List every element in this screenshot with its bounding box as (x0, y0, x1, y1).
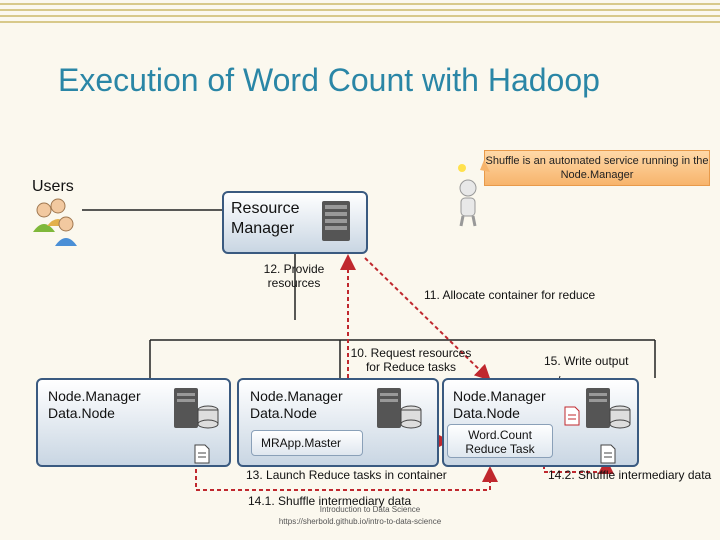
node-manager-2-label: Node.Manager (250, 388, 343, 404)
resource-manager-box[interactable]: Resource Manager (222, 191, 368, 254)
node-manager-3-sub: Data.Node (453, 405, 520, 421)
node-manager-2-sub: Data.Node (250, 405, 317, 421)
step-15-label: 15. Write output (544, 354, 629, 368)
step-11-label: 11. Allocate container for reduce (424, 288, 596, 302)
document-icon (600, 444, 616, 464)
users-label: Users (32, 178, 74, 195)
resource-manager-label: Resource Manager (231, 200, 300, 237)
step-12-label: 12. Provide resources (263, 262, 325, 290)
document-icon (564, 406, 580, 426)
step-142-label: 14.2. Shuffle intermediary data (548, 468, 712, 482)
top-band-4 (0, 21, 720, 23)
database-server-icon (377, 388, 422, 429)
arrow-11 (364, 257, 491, 381)
node-manager-1-sub: Data.Node (48, 405, 115, 421)
node-manager-2[interactable]: Node.Manager Data.Node MRApp.Master (237, 378, 439, 467)
node-manager-1[interactable]: Node.Manager Data.Node (36, 378, 231, 467)
page-title: Execution of Word Count with Hadoop (58, 62, 600, 98)
top-band-1 (0, 3, 720, 5)
node-manager-1-label: Node.Manager (48, 388, 141, 404)
top-band-2 (0, 9, 720, 11)
wordcount-reduce-task[interactable]: Word.Count Reduce Task (447, 424, 553, 458)
wordcount-reduce-task-label: Word.Count Reduce Task (465, 428, 535, 456)
person-idea-icon (458, 160, 490, 227)
server-icon (322, 201, 350, 241)
document-icon (194, 444, 210, 464)
node-manager-3-label: Node.Manager (453, 388, 546, 404)
database-server-icon (586, 388, 631, 429)
step-13-label: 13. Launch Reduce tasks in container (246, 468, 447, 482)
mrapp-master[interactable]: MRApp.Master (251, 430, 363, 456)
database-server-icon (174, 388, 219, 429)
top-band-3 (0, 15, 720, 17)
shuffle-callout: Shuffle is an automated service running … (484, 150, 710, 186)
arrow-141 (188, 450, 498, 491)
footer-line-1: Introduction to Data Science (319, 505, 421, 514)
step-10-label: 10. Request resources for Reduce tasks (350, 346, 472, 374)
step-141-label: 14.1. Shuffle intermediary data (248, 494, 412, 508)
users-icon (33, 198, 77, 246)
mrapp-master-label: MRApp.Master (261, 436, 342, 450)
footer-line-2: https://sherbold.github.io/intro-to-data… (278, 517, 442, 526)
